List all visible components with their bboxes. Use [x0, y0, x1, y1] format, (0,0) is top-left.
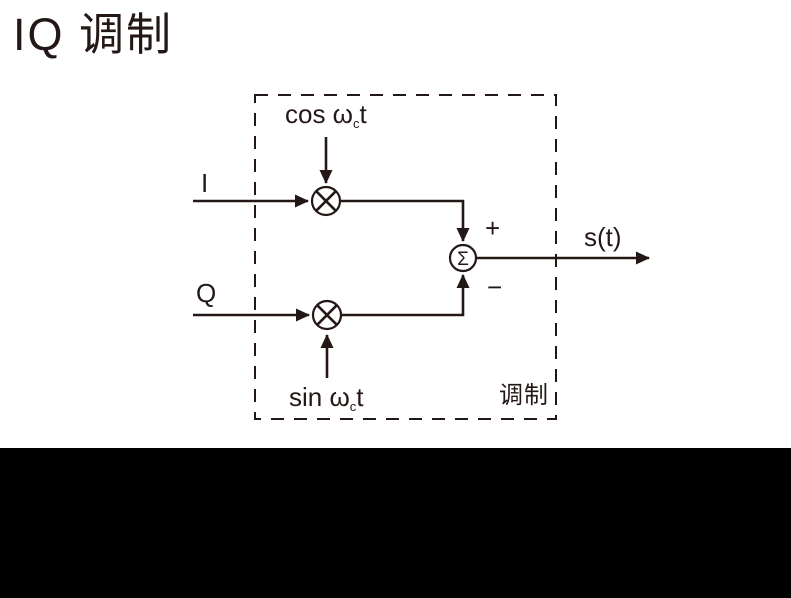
minus-sign: − [487, 272, 502, 302]
bottom-letterbox-bar [0, 448, 791, 598]
sigma-symbol: Σ [457, 249, 469, 270]
multiplier-top-icon [310, 185, 342, 217]
plus-sign: + [485, 213, 500, 243]
multiplier-bottom-icon [311, 299, 343, 331]
sin-carrier-label: sin ωct [289, 382, 364, 414]
cos-carrier-label: cos ωct [285, 99, 367, 131]
summer-icon: Σ [448, 243, 478, 273]
q-input-label: Q [196, 278, 216, 308]
boundary-caption: 调制 [499, 382, 549, 409]
q-branch-wire [342, 274, 470, 317]
output-label: s(t) [584, 222, 622, 252]
i-branch-wire [341, 199, 470, 242]
page-title: IQ 调制 [13, 9, 174, 60]
i-input-label: I [201, 168, 208, 198]
